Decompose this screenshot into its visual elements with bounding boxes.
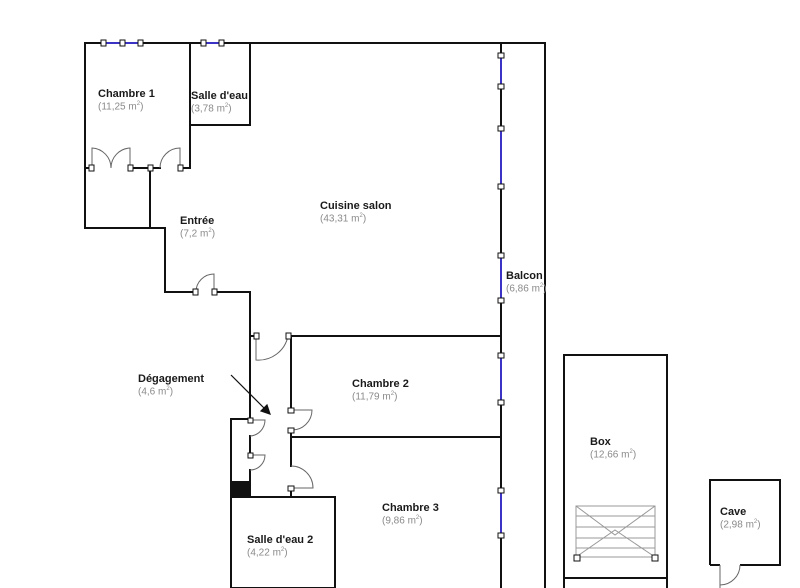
service-shaft [231, 481, 249, 497]
room-chambre-3: Chambre 3 (9,86 m2) [382, 502, 439, 526]
wall-ch1-sde [189, 42, 251, 126]
door-closet-b [249, 454, 266, 471]
room-box: Box (12,66 m2) [590, 436, 637, 460]
room-name: Chambre 3 [382, 502, 439, 514]
door-ch3 [290, 465, 314, 489]
room-area: (9,86 m [382, 514, 416, 526]
room-name: Cuisine salon [320, 200, 392, 212]
room-name: Cave [720, 506, 747, 518]
wall-ch1-bottom [84, 124, 191, 229]
room-cave: Cave (2,98 m2) [720, 506, 761, 530]
door-ch1-b [110, 147, 131, 169]
room-name: Balcon [506, 270, 543, 282]
room-salle-d-eau: Salle d'eau (3,78 m2) [191, 90, 249, 114]
door-entry [195, 273, 215, 293]
room-area: (2,98 m [720, 518, 754, 530]
room-salle-d-eau-2: Salle d'eau 2 (4,22 m2) [247, 534, 314, 558]
room-name: Salle d'eau 2 [247, 534, 314, 546]
room-name: Dégagement [138, 373, 205, 385]
room-area: (6,86 m [506, 282, 540, 294]
room-chambre-2: Chambre 2 (11,79 m2) [352, 378, 409, 402]
room-chambre-1: Chambre 1 (11,25 m2) [98, 88, 155, 112]
cave-structure [709, 479, 781, 566]
room-balcon: Balcon (6,86 m2) [506, 270, 547, 294]
room-name: Chambre 2 [352, 378, 409, 390]
room-cuisine-salon: Cuisine salon (43,31 m2) [320, 200, 392, 224]
room-degagement: Dégagement (4,6 m2) [138, 373, 205, 397]
degagement-arrow [230, 374, 271, 415]
box-structure [563, 354, 668, 588]
windows [100, 39, 505, 539]
room-name: Box [590, 436, 611, 448]
room-area: (11,79 m [352, 390, 391, 402]
wall-balcony-right [500, 42, 546, 588]
room-area: (3,78 m [191, 102, 225, 114]
room-area: (12,66 m [590, 448, 630, 460]
door-ch1-a [91, 147, 112, 169]
door-ch2 [290, 409, 313, 431]
room-name: Salle d'eau [191, 90, 249, 102]
room-name: Chambre 1 [98, 88, 155, 100]
doors [91, 147, 314, 489]
room-area: (43,31 m [320, 212, 360, 224]
door-sde [159, 147, 181, 169]
room-area: (4,22 m [247, 546, 281, 558]
room-name: Entrée [180, 215, 215, 227]
room-area: (7,2 m [180, 227, 209, 239]
wall-sde2 [230, 496, 336, 588]
walls [84, 42, 546, 588]
door-closet-a [249, 419, 266, 437]
door-degagement [255, 335, 289, 361]
room-area: (11,25 m [98, 100, 137, 112]
room-entree: Entrée (7,2 m2) [180, 215, 216, 239]
box-ramp [575, 505, 656, 558]
door-cave [719, 564, 741, 588]
room-area: (4,6 m [138, 385, 167, 397]
wall-outer [84, 42, 502, 588]
